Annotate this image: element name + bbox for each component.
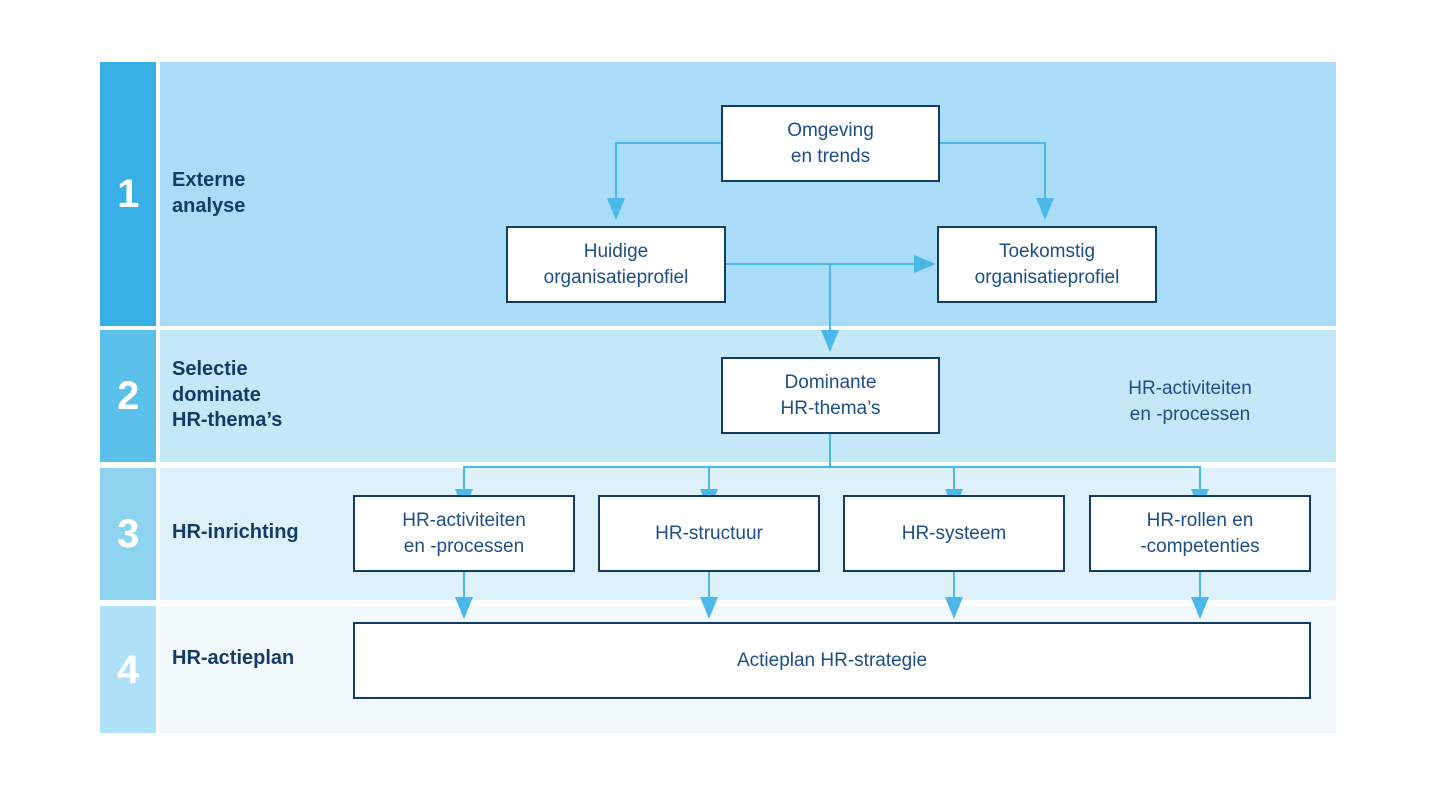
node-huidige-organisatieprofiel[interactable]: Huidige organisatieprofiel [506, 226, 726, 303]
row-label-1: Externe analyse [172, 169, 246, 217]
row-label-4: HR-actieplan [172, 647, 295, 669]
connector-junction-to-dominante [829, 263, 831, 335]
arrow-omgeving-to-huidige [607, 198, 625, 220]
annotation-hr-activiteiten-en-processen: HR-activiteiten en -processen [1128, 378, 1252, 425]
arrow-hr-systeem-to-actieplan [945, 597, 963, 619]
arrow-huidige-to-toekomstig [914, 255, 936, 273]
connector-hr-rollen-to-actieplan [1199, 572, 1201, 602]
row-strip-2: 2 [100, 330, 156, 462]
row-strip-3: 3 [100, 468, 156, 600]
connector-fanout-branch-1 [463, 466, 465, 494]
row-label-3: HR-inrichting [172, 521, 299, 543]
row-strip-4: 4 [100, 606, 156, 733]
connector-fanout-branch-3 [953, 466, 955, 494]
connector-hr-structuur-to-actieplan [708, 572, 710, 602]
row-number-3: 3 [117, 512, 139, 556]
node-hr-activiteiten-en-processen[interactable]: HR-activiteiten en -processen [353, 495, 575, 572]
arrow-hr-structuur-to-actieplan [700, 597, 718, 619]
arrow-omgeving-to-toekomstig [1036, 198, 1054, 220]
row-number-2: 2 [117, 374, 139, 418]
node-dominante-hr-themas[interactable]: Dominante HR-thema’s [721, 357, 940, 434]
row-strip-1: 1 [100, 62, 156, 326]
connector-fanout-bar [463, 466, 1201, 468]
connector-dominante-stem [829, 434, 831, 467]
connector-fanout-branch-4 [1199, 466, 1201, 494]
row-band-1 [160, 62, 1336, 326]
node-hr-systeem[interactable]: HR-systeem [843, 495, 1065, 572]
arrow-hr-rollen-to-actieplan [1191, 597, 1209, 619]
connector-omgeving-to-huidige-horizontal [615, 142, 723, 144]
row-number-4: 4 [117, 647, 139, 692]
connector-hr-systeem-to-actieplan [953, 572, 955, 602]
connector-omgeving-to-toekomstig-horizontal [938, 142, 1046, 144]
connector-omgeving-to-huidige-vertical [615, 142, 617, 204]
row-label-2: Selectie dominate HR-thema’s [172, 358, 283, 432]
node-actieplan-hr-strategie[interactable]: Actieplan HR-strategie [353, 622, 1311, 699]
node-toekomstig-organisatieprofiel[interactable]: Toekomstig organisatieprofiel [937, 226, 1157, 303]
node-hr-rollen-en-competenties[interactable]: HR-rollen en -competenties [1089, 495, 1311, 572]
node-hr-structuur[interactable]: HR-structuur [598, 495, 820, 572]
node-omgeving-en-trends[interactable]: Omgeving en trends [721, 105, 940, 182]
connector-huidige-to-toekomstig [726, 263, 916, 265]
connector-omgeving-to-toekomstig-vertical [1044, 142, 1046, 204]
arrow-junction-to-dominante [821, 330, 839, 352]
connector-fanout-branch-2 [708, 466, 710, 494]
connector-hr-activiteiten-to-actieplan [463, 572, 465, 602]
row-number-1: 1 [117, 172, 139, 216]
arrow-hr-activiteiten-to-actieplan [455, 597, 473, 619]
